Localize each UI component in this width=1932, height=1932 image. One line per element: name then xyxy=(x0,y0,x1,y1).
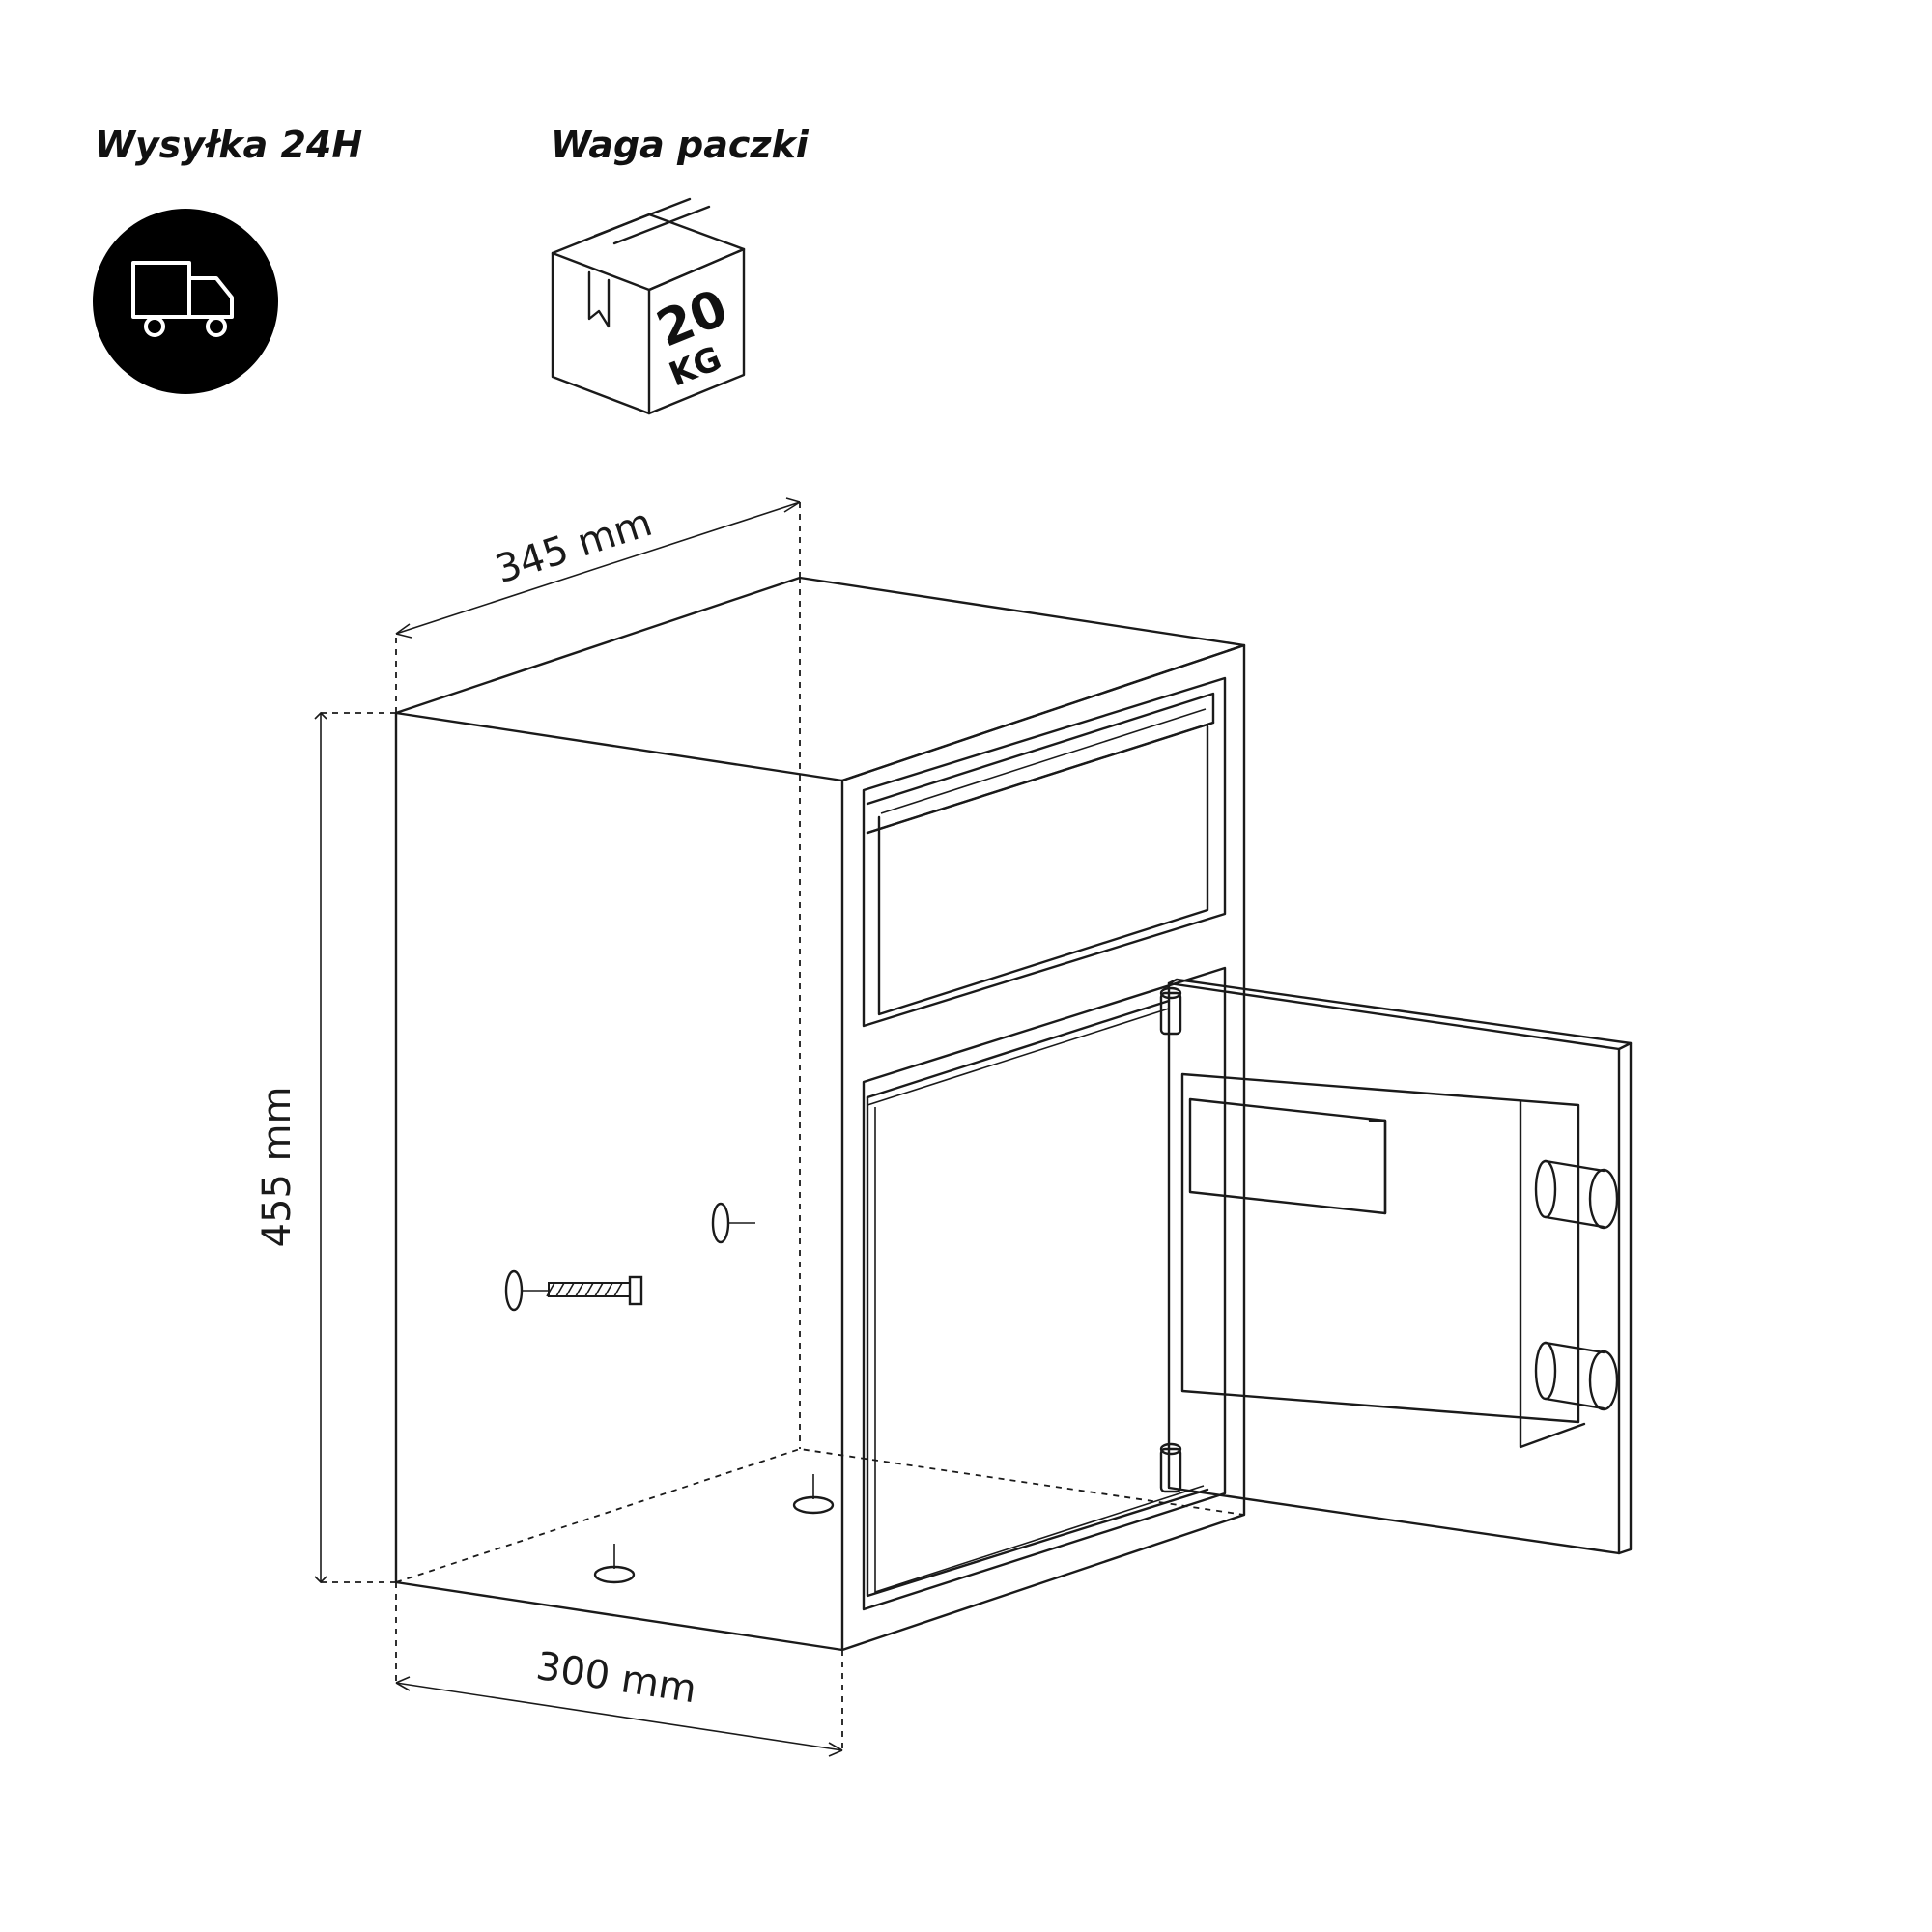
package-weight-label: Waga paczki xyxy=(551,124,809,166)
safe-body xyxy=(394,576,1246,1652)
door-frame xyxy=(862,966,1227,1611)
safe-top xyxy=(394,576,1246,782)
deposit-drawer xyxy=(862,676,1227,1028)
lock-box xyxy=(1180,1072,1580,1424)
safe-front xyxy=(840,643,1246,1652)
shipping-label: Wysyłka 24H xyxy=(95,124,363,166)
dimension-depth: 345 mm xyxy=(395,497,801,713)
keypad-panel xyxy=(1188,1097,1387,1215)
truck-icon xyxy=(93,209,278,394)
door-hinges xyxy=(1159,986,1182,1493)
dimension-height: 455 mm xyxy=(255,711,396,1584)
anchor-holes xyxy=(593,1202,835,1584)
depth-label: 345 mm xyxy=(490,500,657,592)
width-label: 300 mm xyxy=(533,1644,699,1712)
locking-bolt-bottom xyxy=(1534,1341,1619,1411)
height-label: 455 mm xyxy=(255,1087,299,1248)
package-box-icon: 20 KG xyxy=(551,197,746,415)
locking-bolt-top xyxy=(1534,1159,1619,1230)
safe-door xyxy=(1167,978,1633,1555)
safe-side xyxy=(394,711,844,1652)
dimension-width: 300 mm xyxy=(395,1582,843,1757)
anchor-bolt xyxy=(504,1269,643,1312)
